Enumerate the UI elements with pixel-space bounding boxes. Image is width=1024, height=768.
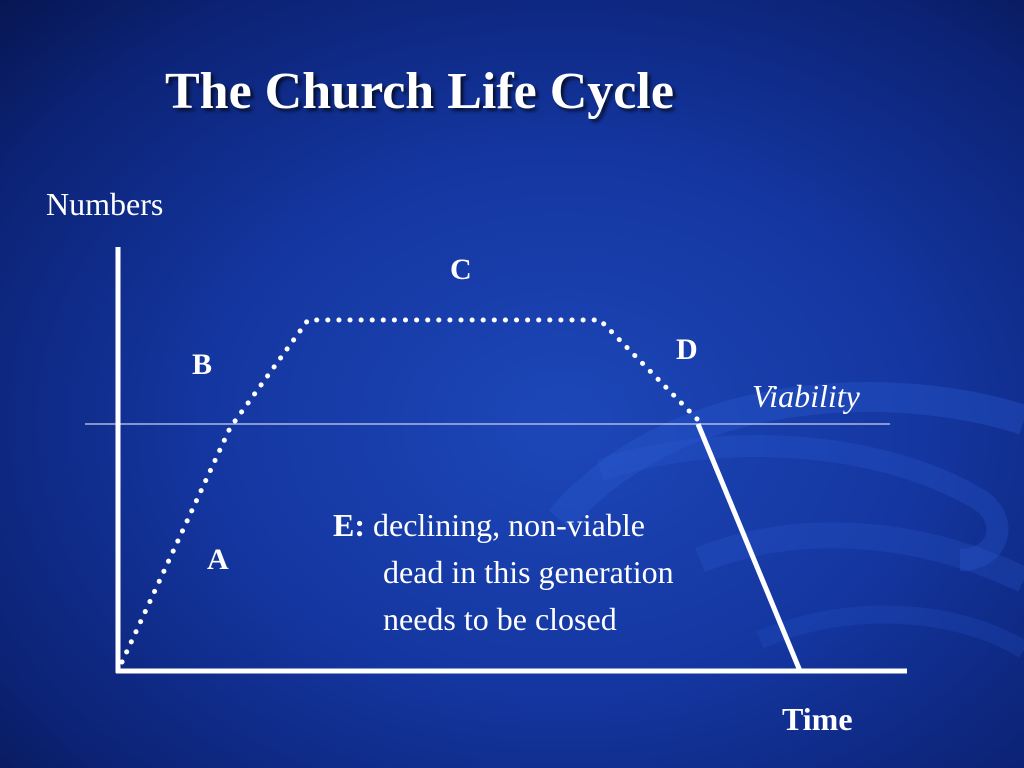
- stage-label-b: B: [192, 348, 213, 381]
- slide-title: The Church Life Cycle: [165, 63, 674, 120]
- y-axis-label: Numbers: [46, 186, 164, 222]
- life-cycle-dotted-curve: [119, 317, 701, 665]
- stage-e-key: E:: [333, 507, 365, 543]
- x-axis-label: Time: [782, 701, 853, 737]
- stage-e-line-1: declining, non-viable: [373, 507, 645, 543]
- decline-solid-line: [695, 423, 803, 672]
- stage-e-line-3: needs to be closed: [383, 601, 617, 637]
- viability-label: Viability: [752, 378, 860, 414]
- stage-label-d: D: [676, 333, 698, 366]
- stage-label-c: C: [450, 253, 472, 286]
- stage-e-line-2: dead in this generation: [383, 554, 674, 590]
- stage-e-note: E: declining, non-viable dead in this ge…: [333, 502, 674, 643]
- stage-label-a: A: [207, 543, 229, 576]
